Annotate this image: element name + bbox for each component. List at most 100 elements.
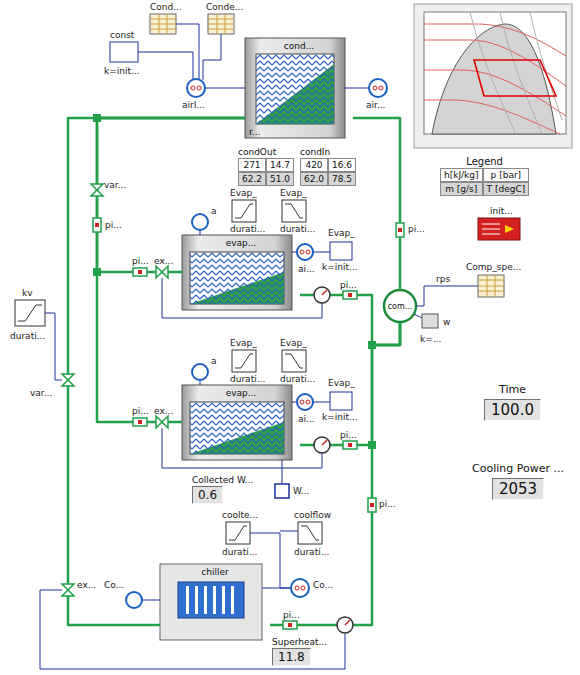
part-label: ai... [298, 414, 315, 424]
value-display: Time100.0 [484, 383, 541, 421]
pipe-symbol [396, 223, 404, 237]
junctions [93, 114, 376, 449]
heading-text: Superheat... [272, 636, 327, 648]
heat-exchanger: evap... [182, 235, 300, 310]
table-block [208, 14, 234, 34]
ramp-block [232, 350, 256, 372]
control-loop [162, 278, 322, 318]
water-sensor [275, 484, 289, 498]
valve-half [91, 190, 103, 196]
heading-text: Cooling Power ... [472, 462, 564, 476]
heading-text: condIn [300, 146, 356, 158]
sensor-dial [306, 400, 310, 404]
pipe-symbol [133, 418, 147, 426]
speed-sensor [422, 314, 438, 328]
part-label: durati... [10, 331, 45, 341]
coil-area [256, 54, 334, 124]
part-label: Evap_ [280, 338, 307, 348]
ramp-curve [301, 526, 319, 540]
table-cell: 62.2 [238, 172, 266, 186]
compressor: com... [383, 289, 417, 323]
ramp-block [282, 350, 306, 372]
legend-table: Legendh[kJ/kg]p [bar]m [g/s]T [degC] [440, 156, 529, 196]
refrigerant-pipe [270, 323, 400, 625]
part-label: Comp_spe... [466, 262, 521, 272]
part-label: pi... [408, 224, 425, 234]
table-grid [478, 275, 504, 297]
signal-wire [313, 402, 330, 403]
part-label: coolte... [222, 510, 258, 520]
pipe-dot [95, 223, 99, 227]
gauge-needle [322, 290, 327, 295]
isentrope [500, 12, 542, 134]
signal-wire [414, 314, 422, 318]
part-label: w [443, 317, 450, 327]
coil [256, 54, 334, 124]
part-label: airI... [182, 100, 205, 110]
part-label: Co... [104, 580, 124, 590]
table-cell: 271 [238, 158, 266, 172]
signal-wire [280, 531, 298, 532]
sensor-dial [197, 86, 201, 90]
valve-half [162, 416, 168, 428]
sensor-dial [300, 400, 304, 404]
part-label: k=init... [104, 66, 140, 76]
air-sensor [369, 79, 387, 97]
ramp-block [298, 522, 322, 544]
pipe-symbol [343, 291, 357, 299]
air-sensor [187, 79, 205, 97]
coil-area [190, 402, 284, 454]
isentrope [530, 12, 562, 120]
signal-wire [176, 24, 199, 79]
isotherm [424, 24, 566, 56]
ramp-block [282, 200, 306, 222]
gauge-sensor [337, 617, 353, 633]
component-name: r... [249, 127, 260, 137]
value-display: Superheat...11.8 [272, 636, 327, 666]
part-label: pi... [132, 256, 149, 266]
part-label: Cond... [150, 2, 182, 12]
signal-wires [40, 24, 478, 669]
part-label: ai... [298, 264, 315, 274]
chart-frame [414, 4, 572, 148]
plate [204, 586, 207, 614]
part-label: Evap_ [328, 378, 355, 388]
part-label: var... [30, 388, 52, 398]
refrigerant-pipe [68, 118, 245, 625]
sensor-dial [295, 586, 299, 590]
part-label: pi... [379, 499, 396, 509]
part-label: Evap_ [230, 338, 257, 348]
pipe-symbol [133, 268, 147, 276]
value-readout: 0.6 [192, 486, 223, 504]
sensor-dial [300, 250, 304, 254]
junction [93, 114, 101, 122]
pipe-symbol [283, 621, 297, 629]
component-name: chiller [160, 566, 270, 578]
ramp-curve [235, 204, 253, 218]
part-label: ex... [154, 256, 173, 266]
pipe-dot [138, 270, 142, 274]
signal-wire [345, 88, 369, 89]
plate-stack [178, 582, 244, 618]
compressor-icon [384, 290, 416, 322]
part-label: pi... [105, 220, 122, 230]
pipe-dot [370, 503, 374, 507]
coolant-sensor [291, 579, 309, 597]
plate [222, 586, 225, 614]
signal-wire [45, 313, 62, 380]
pipes [93, 218, 404, 629]
junction [368, 441, 376, 449]
part-label: durati... [294, 547, 329, 557]
table-cell: p [bar] [483, 168, 530, 182]
coil [190, 252, 284, 304]
air-sensors [126, 79, 387, 608]
signal-wire [142, 600, 160, 601]
part-label: Evap_ [230, 188, 257, 198]
signal-wire [250, 533, 291, 588]
refrigerant-pipe [300, 323, 400, 445]
component-name: evap... [182, 387, 300, 399]
gauge-needle [322, 440, 327, 445]
